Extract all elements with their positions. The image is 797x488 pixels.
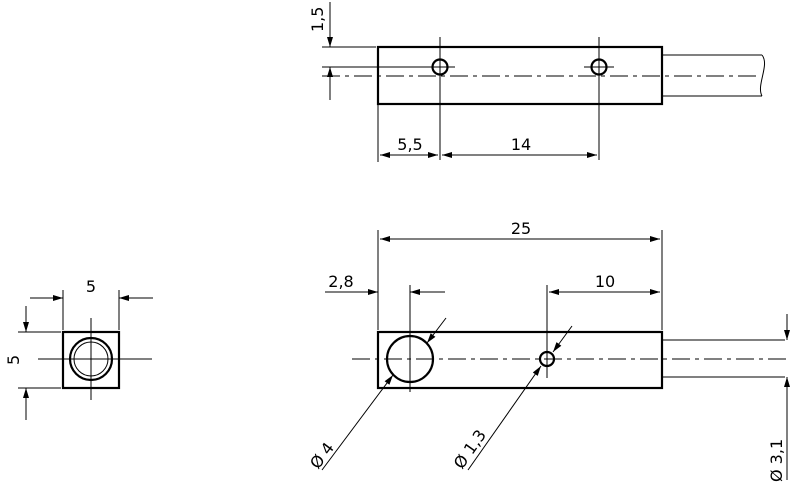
dim-dia-large-label: Ø 4 bbox=[306, 439, 338, 473]
front-body-outline bbox=[376, 330, 664, 390]
dim-side-width-label: 5 bbox=[86, 277, 96, 296]
dim-top-hole-spacing-label: 14 bbox=[511, 135, 531, 154]
dim-dia-cable-label: Ø 3,1 bbox=[767, 439, 786, 482]
dim-dia-small-label: Ø 1,3 bbox=[450, 426, 490, 472]
dim-front-small-pos-label: 10 bbox=[595, 272, 615, 291]
dim-dia-small-leader bbox=[467, 365, 542, 471]
dim-dia-large-leader bbox=[321, 374, 394, 471]
dim-length-label: 25 bbox=[511, 219, 531, 238]
top-view: 1,5 5,5 14 bbox=[308, 2, 766, 162]
dim-dia-small-leader-upper bbox=[552, 325, 573, 353]
side-view: 5 5 bbox=[4, 277, 153, 420]
top-body-outline bbox=[376, 45, 664, 106]
dim-dia-large-leader-upper bbox=[426, 317, 447, 344]
top-cable-break bbox=[760, 54, 766, 97]
dim-top-hole-pos-label: 5,5 bbox=[397, 135, 422, 154]
dim-side-height-label: 5 bbox=[4, 355, 23, 365]
dim-top-offset-label: 1,5 bbox=[308, 7, 327, 32]
dim-front-hole-pos-label: 2,8 bbox=[328, 272, 353, 291]
front-view: 25 2,8 10 Ø 4 Ø 1,3 Ø 3,1 bbox=[306, 219, 790, 482]
